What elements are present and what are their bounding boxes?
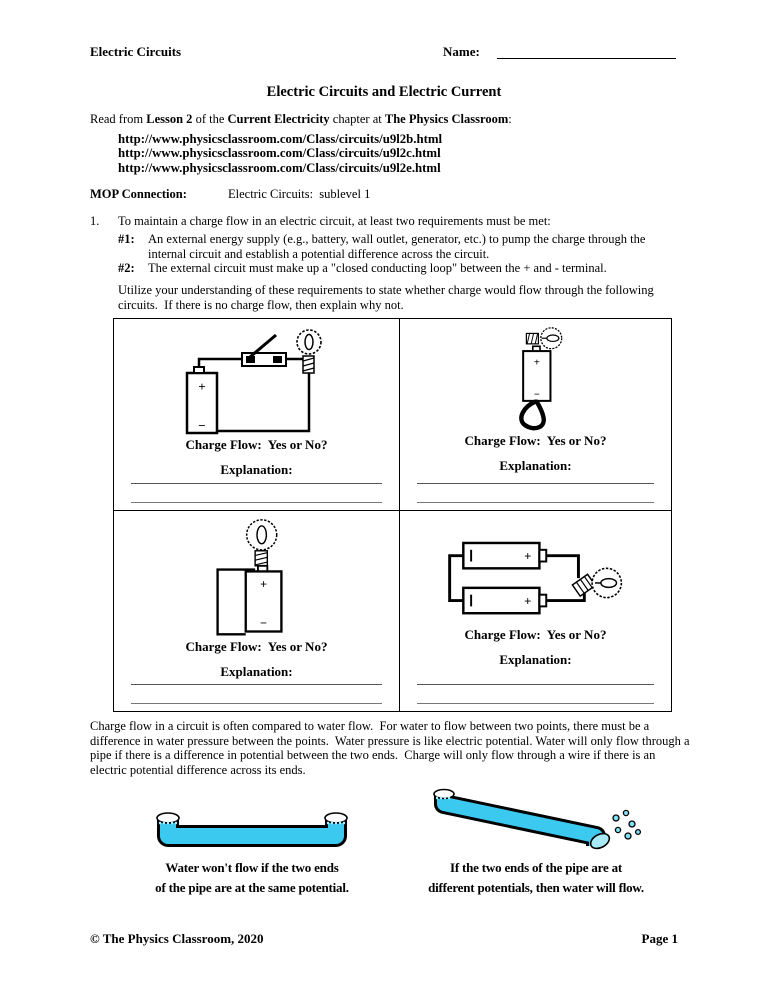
- battery-icon: + −: [521, 345, 551, 402]
- explanation-label: Explanation:: [499, 652, 572, 667]
- charge-flow-label: Charge Flow: Yes or No?: [185, 437, 328, 452]
- question-number: 1.: [90, 214, 100, 228]
- explanation-line-2[interactable]: [417, 703, 654, 704]
- url-link-2[interactable]: http://www.physicsclassroom.com/Class/ci…: [118, 146, 441, 161]
- water-analogy-paragraph: Charge flow in a circuit is often compar…: [90, 719, 693, 777]
- footer-copyright: © The Physics Classroom, 2020: [90, 931, 264, 946]
- explanation-label: Explanation:: [499, 458, 572, 473]
- wire-loop: [518, 399, 546, 431]
- answer-area: [131, 684, 382, 704]
- name-label: Name:: [443, 44, 480, 59]
- tilted-pipe-icon: [433, 788, 642, 850]
- explanation-label: Explanation:: [220, 462, 293, 477]
- read-prefix: Read from: [90, 112, 147, 126]
- instructions-text: Utilize your understanding of these requ…: [118, 283, 657, 312]
- wire: [545, 591, 586, 602]
- battery-icon: + −: [185, 366, 218, 435]
- level-pipe-icon: [156, 812, 348, 847]
- svg-text:+: +: [533, 358, 539, 369]
- explanation-line-2[interactable]: [417, 502, 654, 503]
- url-link-1[interactable]: http://www.physicsclassroom.com/Class/ci…: [118, 132, 443, 146]
- light-bulb-icon: [245, 519, 277, 567]
- name-input-line[interactable]: [497, 43, 676, 59]
- wire: [197, 357, 242, 367]
- battery-icon: +: [461, 541, 547, 570]
- circuit-cell-3: + − Charge Flow: Yes or No? Explanation:: [114, 511, 400, 711]
- light-bulb-icon: [570, 567, 622, 599]
- requirement1-text: An external energy supply (e.g., battery…: [148, 232, 649, 261]
- svg-text:+: +: [260, 577, 267, 591]
- explanation-line-1[interactable]: [417, 684, 654, 685]
- requirement2-label: #2:: [118, 261, 135, 275]
- wire: [216, 373, 310, 433]
- explanation-line-1[interactable]: [417, 483, 654, 484]
- explanation-label: Explanation:: [220, 664, 293, 679]
- tilted-pipe-caption: If the two ends of the pipe are at diffe…: [386, 858, 686, 898]
- mop-connection-label: MOP Connection:: [90, 187, 187, 201]
- read-from-paragraph: Read from Lesson 2 of the Current Electr…: [90, 112, 690, 127]
- document-header-label: Electric Circuits: [90, 44, 182, 59]
- circuit-diagram-two-batteries: + +: [447, 541, 622, 615]
- circuit-diagram-open-switch: + −: [185, 329, 322, 435]
- requirement2-text: The external circuit must make up a "clo…: [148, 261, 607, 275]
- caption-line-2: of the pipe are at the same potential.: [155, 880, 349, 895]
- wire: [545, 554, 580, 579]
- charge-flow-label: Charge Flow: Yes or No?: [185, 639, 328, 654]
- explanation-line-1[interactable]: [131, 483, 382, 484]
- wire: [447, 554, 463, 602]
- light-bulb-icon: [525, 327, 562, 350]
- svg-text:+: +: [524, 550, 531, 564]
- answer-area: [417, 684, 654, 704]
- circuit-cell-4: + +: [400, 511, 671, 711]
- circuit-cell-2: + − Charge Flow: Yes or No? Explanation:: [400, 319, 671, 511]
- charge-flow-label: Charge Flow: Yes or No?: [464, 433, 607, 448]
- explanation-line-2[interactable]: [131, 703, 382, 704]
- svg-text:−: −: [533, 390, 539, 401]
- circuit-table: + −: [113, 318, 672, 712]
- circuit-cell-1: + −: [114, 319, 400, 511]
- svg-text:+: +: [524, 594, 531, 608]
- circuit-diagram-loop-bottom: + −: [518, 327, 562, 431]
- switch-icon: [240, 333, 287, 367]
- footer-page-number: Page 1: [641, 931, 678, 946]
- explanation-line-1[interactable]: [131, 684, 382, 685]
- caption-line-1: If the two ends of the pipe are at: [449, 860, 623, 875]
- explanation-line-2[interactable]: [131, 502, 382, 503]
- mop-connection-value: Electric Circuits: sublevel 1: [228, 187, 371, 201]
- battery-icon: +: [461, 586, 547, 615]
- water-droplets-icon: [612, 809, 642, 840]
- wire: [215, 568, 255, 636]
- page-title: Electric Circuits and Electric Current: [266, 84, 502, 100]
- svg-text:+: +: [198, 379, 205, 394]
- charge-flow-label: Charge Flow: Yes or No?: [464, 627, 607, 642]
- chapter-ref: Current Electricity: [227, 112, 330, 126]
- svg-text:−: −: [198, 418, 205, 433]
- lesson-ref: Lesson 2: [146, 112, 193, 126]
- svg-text:−: −: [260, 616, 267, 630]
- light-bulb-icon: [295, 329, 322, 374]
- question-text: To maintain a charge flow in an electric…: [118, 214, 551, 228]
- read-mid1: of the: [192, 112, 228, 126]
- read-mid2: chapter at: [329, 112, 385, 126]
- battery-icon: + −: [244, 564, 283, 633]
- caption-line-1: Water won't flow if the two ends: [165, 860, 339, 875]
- circuit-diagram-side-wire: + −: [215, 519, 283, 636]
- caption-line-2: different potentials, then water will fl…: [428, 880, 644, 895]
- read-suffix: :: [508, 112, 512, 126]
- url-list: http://www.physicsclassroom.com/Class/ci…: [118, 132, 442, 175]
- level-pipe-caption: Water won't flow if the two ends of the …: [102, 858, 402, 898]
- requirement1-label: #1:: [118, 232, 135, 246]
- answer-area: [131, 483, 382, 503]
- answer-area: [417, 483, 654, 503]
- url-link-3[interactable]: http://www.physicsclassroom.com/Class/ci…: [118, 160, 441, 175]
- site-ref: The Physics Classroom: [384, 112, 509, 126]
